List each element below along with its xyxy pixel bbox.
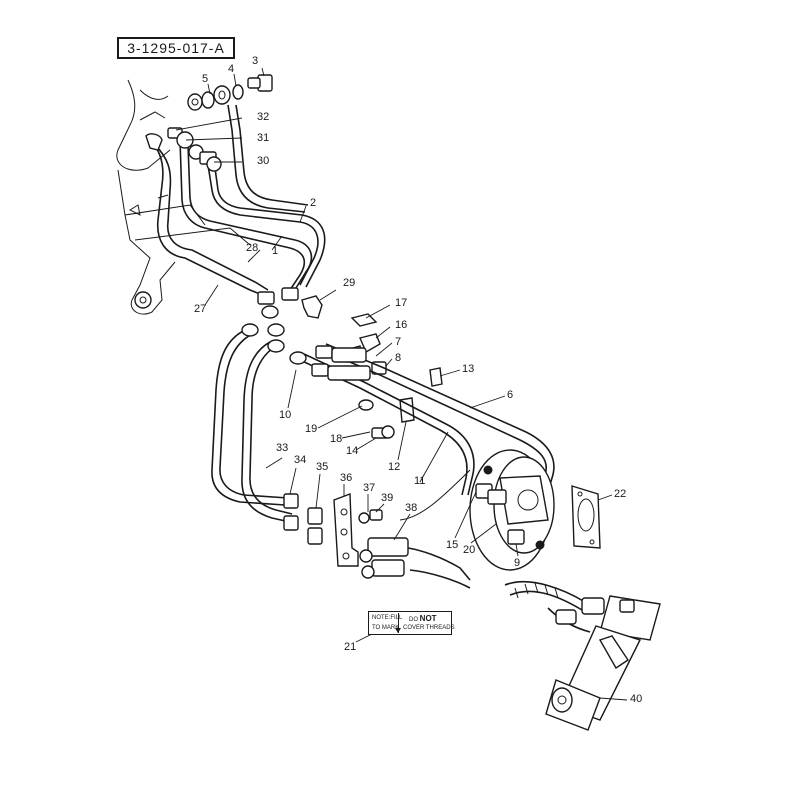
callout-12: 12	[388, 461, 401, 473]
tag-do: DO	[409, 617, 418, 623]
callout-6: 6	[507, 389, 514, 401]
leader-lines	[175, 67, 628, 701]
mid-upper-fittings	[257, 287, 323, 337]
callout-21: 21	[344, 641, 357, 653]
callout-40: 40	[630, 693, 643, 705]
top-fittings	[145, 74, 273, 172]
tractor-frame	[116, 79, 251, 315]
callout-8: 8	[395, 352, 402, 364]
callout-38: 38	[405, 502, 418, 514]
pump-assembly	[469, 449, 601, 571]
callout-19: 19	[305, 423, 318, 435]
tag-line-cover-threads: COVER THREADS	[403, 625, 455, 631]
callout-11: 11	[414, 475, 426, 487]
callout-1: 1	[272, 245, 279, 257]
tag-line-do-not: DO NOT	[409, 614, 437, 623]
long-pipes	[289, 343, 555, 513]
callout-37: 37	[363, 482, 376, 494]
callout-28: 28	[246, 242, 259, 254]
callout-13: 13	[462, 363, 475, 375]
callout-4: 4	[228, 63, 235, 75]
callout-20: 20	[463, 544, 476, 556]
callout-7: 7	[395, 336, 402, 348]
callout-3: 3	[252, 55, 259, 67]
instruction-tag: NOTE:FILL TO MARK DO NOT COVER THREADS	[368, 611, 455, 635]
callout-2: 2	[310, 197, 317, 209]
drawing-reference-number: 3-1295-017-A	[117, 37, 235, 59]
callout-14: 14	[346, 445, 359, 457]
hydraulic-cylinder	[545, 595, 661, 731]
callout-27: 27	[194, 303, 207, 315]
callout-29: 29	[343, 277, 356, 289]
bracket-36	[333, 493, 383, 567]
upper-pipes	[149, 104, 326, 297]
callout-30: 30	[257, 155, 270, 167]
hose-38	[359, 469, 471, 589]
callout-36: 36	[340, 472, 353, 484]
callout-17: 17	[395, 297, 408, 309]
tag-line-to-mark: TO MARK	[372, 625, 400, 631]
callout-10: 10	[279, 409, 292, 421]
callout-22: 22	[614, 488, 627, 500]
callout-32: 32	[257, 111, 270, 123]
tag-line-note-fill: NOTE:FILL	[372, 615, 403, 621]
tag-arrow-icon	[395, 613, 401, 633]
callout-16: 16	[395, 319, 408, 331]
cylinder-hose	[504, 580, 605, 633]
callout-5: 5	[202, 73, 209, 85]
callout-35: 35	[316, 461, 329, 473]
callout-18: 18	[330, 433, 343, 445]
callout-33: 33	[276, 442, 289, 454]
callout-9: 9	[514, 557, 521, 569]
tag-not: NOT	[419, 614, 437, 623]
callout-34: 34	[294, 454, 307, 466]
callout-39: 39	[381, 492, 394, 504]
callout-15: 15	[446, 539, 459, 551]
callout-31: 31	[257, 132, 270, 144]
left-return-pipes	[211, 323, 323, 545]
